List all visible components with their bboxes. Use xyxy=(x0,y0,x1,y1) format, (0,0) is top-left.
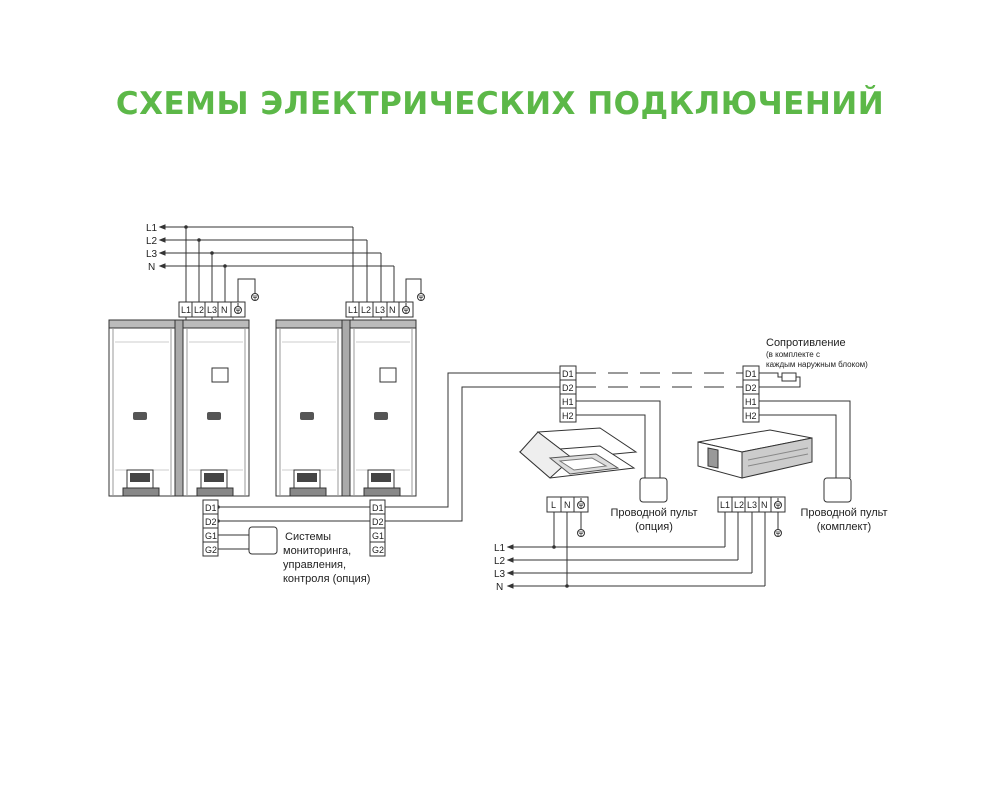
svg-text:L3: L3 xyxy=(207,305,217,315)
svg-text:каждым наружным блоком): каждым наружным блоком) xyxy=(766,360,868,369)
svg-text:N: N xyxy=(221,305,228,315)
svg-text:L1: L1 xyxy=(348,305,358,315)
page-title: СХЕМЫ ЭЛЕКТРИЧЕСКИХ ПОДКЛЮЧЕНИЙ xyxy=(115,86,885,122)
outdoor-unit-2 xyxy=(275,319,417,497)
svg-text:H2: H2 xyxy=(745,411,757,421)
svg-text:N: N xyxy=(761,500,768,510)
monitoring-caption: Системы мониторинга, управления, контрол… xyxy=(283,531,370,585)
svg-text:D2: D2 xyxy=(372,517,384,527)
terminal-block-outdoor2-signal: D1 D2 G1 G2 xyxy=(369,499,386,557)
terminal-block-outdoor2-power: L1 L2 L3 N xyxy=(345,301,414,318)
svg-text:D2: D2 xyxy=(205,517,217,527)
line-label-l3: L3 xyxy=(494,569,506,580)
outdoor-unit-1 xyxy=(108,319,250,497)
wired-remote-2-caption: Проводной пульт (комплект) xyxy=(800,507,887,533)
line-label-n: N xyxy=(496,582,503,593)
terminal-block-outdoor1-power: L1 L2 L3 N xyxy=(178,301,246,318)
svg-text:G1: G1 xyxy=(372,531,384,541)
svg-text:H1: H1 xyxy=(562,397,574,407)
svg-text:L2: L2 xyxy=(734,500,744,510)
svg-text:L3: L3 xyxy=(747,500,757,510)
svg-text:H1: H1 xyxy=(745,397,757,407)
line-label-l2: L2 xyxy=(146,236,158,247)
terminal-block-indoor1-power: L N xyxy=(546,496,589,513)
svg-text:Сопротивление: Сопротивление xyxy=(766,337,846,349)
ground-icon xyxy=(774,525,782,537)
svg-text:(опция): (опция) xyxy=(635,521,673,533)
terminal-block-outdoor1-signal: D1 D2 G1 G2 xyxy=(202,499,219,557)
svg-text:D1: D1 xyxy=(205,503,217,513)
terminal-block-indoor1-signal: D1 D2 H1 H2 xyxy=(559,365,577,423)
resistor-caption: Сопротивление (в комплекте с каждым нару… xyxy=(766,337,868,369)
indoor-power-junction-dots xyxy=(552,545,569,588)
svg-text:Проводной пульт: Проводной пульт xyxy=(610,507,697,519)
cassette-indoor-unit-icon xyxy=(518,427,638,479)
svg-text:L: L xyxy=(551,500,556,510)
svg-text:Проводной пульт: Проводной пульт xyxy=(800,507,887,519)
line-label-l3: L3 xyxy=(146,249,158,260)
svg-text:мониторинга,: мониторинга, xyxy=(283,545,351,557)
svg-text:Системы: Системы xyxy=(285,531,331,543)
svg-text:контроля (опция): контроля (опция) xyxy=(283,573,370,585)
svg-text:(комплект): (комплект) xyxy=(817,521,871,533)
svg-text:N: N xyxy=(389,305,396,315)
svg-text:L3: L3 xyxy=(375,305,385,315)
svg-text:L2: L2 xyxy=(361,305,371,315)
svg-text:G1: G1 xyxy=(205,531,217,541)
monitoring-system-box xyxy=(248,526,278,555)
ground-icon xyxy=(251,289,259,301)
svg-text:L1: L1 xyxy=(181,305,191,315)
svg-text:управления,: управления, xyxy=(283,559,346,571)
svg-text:D1: D1 xyxy=(372,503,384,513)
ground-icon xyxy=(417,289,425,301)
indoor-power-wires xyxy=(506,512,779,589)
line-label-n: N xyxy=(148,262,155,273)
line-label-l1: L1 xyxy=(146,223,158,234)
wired-remote-1-icon xyxy=(639,477,668,503)
svg-text:D2: D2 xyxy=(745,383,757,393)
resistor-icon xyxy=(781,372,797,382)
svg-text:D1: D1 xyxy=(562,369,574,379)
terminal-block-indoor2-power: L1 L2 L3 N xyxy=(717,496,786,513)
svg-text:L2: L2 xyxy=(194,305,204,315)
wired-remote-2-icon xyxy=(823,477,852,503)
ground-icon xyxy=(577,525,585,537)
line-label-l1: L1 xyxy=(494,543,506,554)
wired-remote-1-caption: Проводной пульт (опция) xyxy=(610,507,697,533)
svg-text:L1: L1 xyxy=(720,500,730,510)
svg-text:D1: D1 xyxy=(745,369,757,379)
power-junction-dots xyxy=(184,225,227,268)
line-label-l2: L2 xyxy=(494,556,506,567)
svg-text:N: N xyxy=(564,500,571,510)
terminal-block-indoor2-signal: D1 D2 H1 H2 xyxy=(742,365,760,423)
duct-indoor-unit-icon xyxy=(697,429,813,479)
signal-wires xyxy=(218,372,851,550)
power-mains-wires xyxy=(158,224,422,302)
svg-text:(в комплекте с: (в комплекте с xyxy=(766,350,820,359)
svg-text:G2: G2 xyxy=(372,545,384,555)
svg-text:D2: D2 xyxy=(562,383,574,393)
svg-text:H2: H2 xyxy=(562,411,574,421)
svg-text:G2: G2 xyxy=(205,545,217,555)
